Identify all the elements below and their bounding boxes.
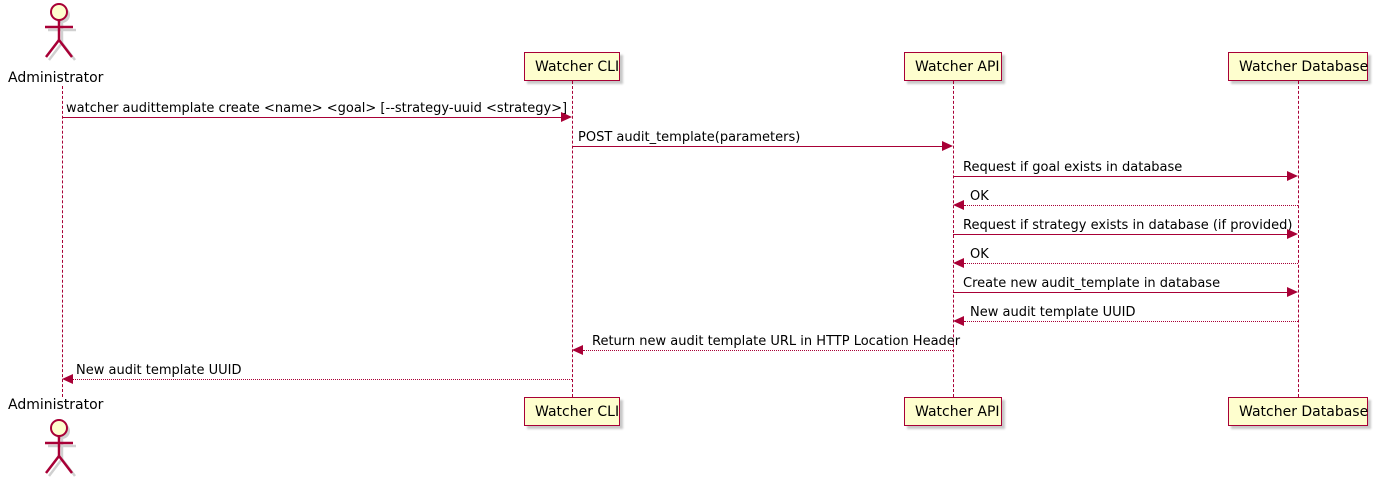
participant-watcher-cli-top[interactable]: Watcher CLI xyxy=(524,52,620,81)
message-arrowhead-5 xyxy=(1287,229,1298,239)
message-arrowhead-8 xyxy=(953,316,964,326)
lifeline-watcher-cli xyxy=(572,81,573,397)
message-arrowhead-6 xyxy=(953,258,964,268)
message-label-9: Return new audit template URL in HTTP Lo… xyxy=(592,334,961,349)
message-label-5: Request if strategy exists in database (… xyxy=(963,218,1293,233)
message-arrowhead-4 xyxy=(953,200,964,210)
participant-watcher-api-top[interactable]: Watcher API xyxy=(904,52,1002,81)
message-line-7 xyxy=(953,292,1287,293)
message-arrowhead-1 xyxy=(561,112,572,122)
message-label-4: OK xyxy=(970,189,989,204)
participant-watcher-database-top[interactable]: Watcher Database xyxy=(1228,52,1368,81)
message-label-8: New audit template UUID xyxy=(970,305,1136,320)
message-label-7: Create new audit_template in database xyxy=(963,276,1221,291)
message-line-5 xyxy=(953,234,1287,235)
message-line-8 xyxy=(964,321,1298,322)
lifeline-watcher-api xyxy=(953,81,954,397)
message-label-3: Request if goal exists in database xyxy=(963,160,1183,175)
message-line-4 xyxy=(964,205,1298,206)
message-arrowhead-3 xyxy=(1287,171,1298,181)
participant-watcher-api-bottom[interactable]: Watcher API xyxy=(904,397,1002,426)
message-line-10 xyxy=(73,379,572,380)
message-arrowhead-10 xyxy=(62,374,73,384)
message-label-1: watcher audittemplate create <name> <goa… xyxy=(66,101,568,116)
participant-watcher-database-bottom[interactable]: Watcher Database xyxy=(1228,397,1368,426)
message-label-6: OK xyxy=(970,247,989,262)
participant-watcher-cli-bottom[interactable]: Watcher CLI xyxy=(524,397,620,426)
message-line-2 xyxy=(572,146,942,147)
actor-label-administrator-top: Administrator xyxy=(8,70,104,86)
message-arrowhead-9 xyxy=(572,345,583,355)
message-line-6 xyxy=(964,263,1298,264)
actor-administrator-bottom xyxy=(45,419,76,477)
message-line-3 xyxy=(953,176,1287,177)
message-label-2: POST audit_template(parameters) xyxy=(578,130,801,145)
message-arrowhead-2 xyxy=(942,141,953,151)
message-line-9 xyxy=(583,350,953,351)
message-label-10: New audit template UUID xyxy=(76,363,242,378)
actor-label-administrator-bottom: Administrator xyxy=(8,397,104,413)
actor-administrator-top xyxy=(45,3,76,61)
lifeline-administrator xyxy=(62,86,63,397)
message-arrowhead-7 xyxy=(1287,287,1298,297)
message-line-1 xyxy=(62,117,561,118)
lifeline-watcher-database xyxy=(1298,81,1299,397)
